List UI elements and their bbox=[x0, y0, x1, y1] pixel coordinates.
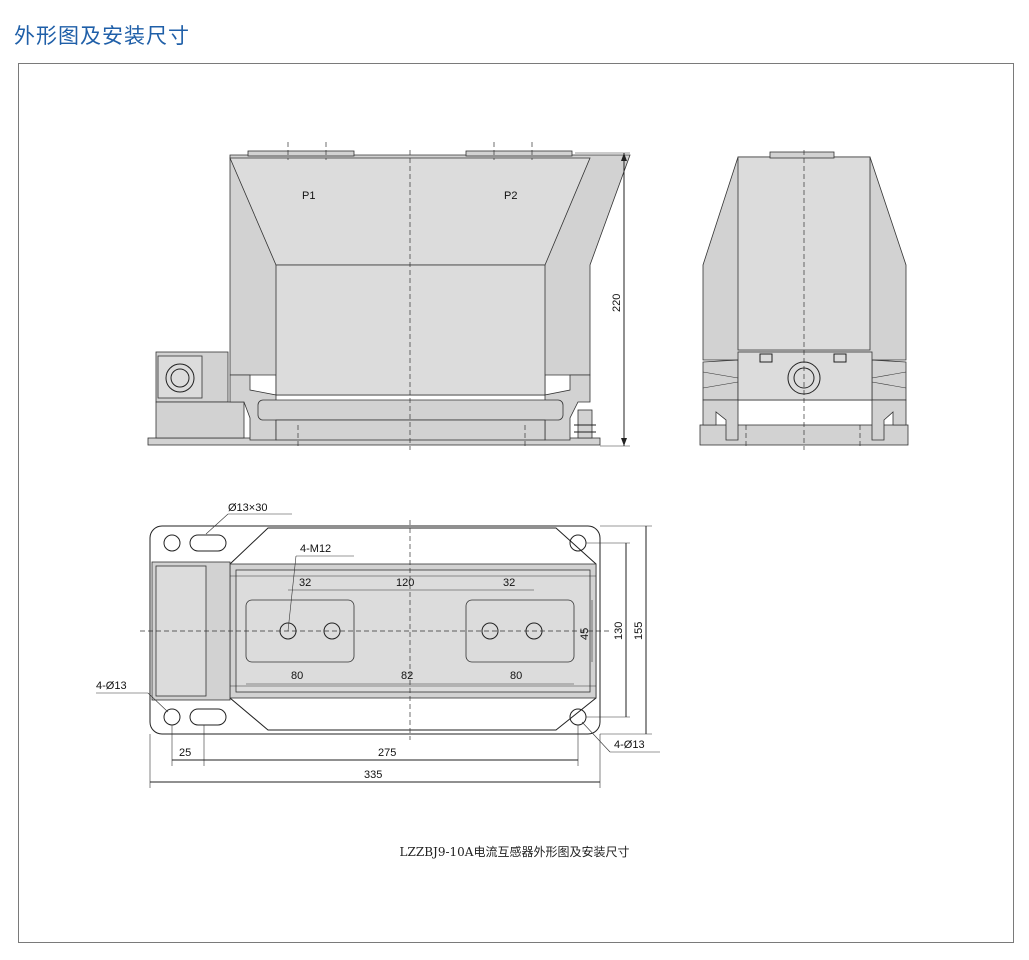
dim-45-text: 45 bbox=[579, 628, 591, 640]
dim-130-text: 130 bbox=[613, 622, 625, 640]
dim-335-text: 335 bbox=[364, 769, 382, 781]
ground-bolt bbox=[577, 409, 593, 439]
dim-220-arrow-top bbox=[621, 153, 627, 161]
front-core-section bbox=[275, 264, 546, 396]
primary-terminal-p1 bbox=[247, 150, 355, 157]
mount-hole-tl bbox=[163, 534, 181, 552]
side-wing-right bbox=[871, 359, 907, 401]
page-title: 外形图及安装尺寸 bbox=[14, 24, 190, 48]
dim-25-text: 25 bbox=[179, 747, 191, 759]
side-terminal-block bbox=[737, 351, 873, 401]
side-wing-left-line-b bbox=[702, 381, 739, 389]
mount-hole-bl bbox=[163, 708, 181, 726]
plan-base-outline bbox=[149, 525, 601, 735]
side-wing-right-line-a bbox=[871, 371, 907, 379]
mount-slot-bottom bbox=[189, 708, 227, 726]
dim-82-text: 82 bbox=[401, 670, 413, 682]
dim-32-left-text: 32 bbox=[299, 577, 311, 589]
leader-hole-right bbox=[581, 721, 611, 753]
dim-155-text: 155 bbox=[633, 622, 645, 640]
label-hole-right: 4-Ø13 bbox=[614, 739, 645, 751]
terminal-outer-ring bbox=[165, 363, 195, 393]
drawing-caption: LZZBJ9-10A电流互感器外形图及安装尺寸 bbox=[399, 845, 630, 859]
dim-32-right-text: 32 bbox=[503, 577, 515, 589]
front-foot-left bbox=[155, 401, 245, 439]
side-foot-left bbox=[702, 399, 739, 441]
label-m12: 4-M12 bbox=[300, 543, 331, 555]
dim-220-arrow-bottom bbox=[621, 438, 627, 446]
side-wing-left bbox=[702, 359, 739, 401]
drawing-frame bbox=[18, 63, 1014, 943]
side-foot-right bbox=[871, 399, 907, 441]
label-hole-left: 4-Ø13 bbox=[96, 680, 127, 692]
m12-hole-3 bbox=[481, 622, 499, 640]
side-view bbox=[699, 150, 909, 450]
side-wing-right-line-b bbox=[871, 381, 907, 389]
front-flange bbox=[257, 399, 564, 421]
terminal-box-window bbox=[157, 355, 203, 399]
front-lower-body bbox=[275, 419, 546, 441]
front-left-shoulder bbox=[229, 374, 277, 441]
mount-slot-top bbox=[189, 534, 227, 552]
primary-terminal-p2 bbox=[465, 150, 573, 157]
label-p1: P1 bbox=[302, 190, 315, 202]
leader-slot bbox=[205, 513, 229, 535]
leader-hole-left bbox=[147, 692, 169, 713]
dim-80-left-text: 80 bbox=[291, 670, 303, 682]
front-right-shoulder bbox=[544, 374, 591, 441]
dim-220-text: 220 bbox=[611, 294, 623, 312]
side-wing-left-line-a bbox=[702, 371, 739, 379]
side-screw-right bbox=[833, 353, 847, 363]
leader-m12 bbox=[287, 555, 297, 632]
dim-275-text: 275 bbox=[378, 747, 396, 759]
terminal-inner-ring bbox=[170, 368, 190, 388]
dim-80-right-text: 80 bbox=[510, 670, 522, 682]
bottom-view: Ø13×30 4-M12 4-Ø13 4-Ø13 32 120 32 80 82… bbox=[96, 502, 660, 788]
side-screw-left bbox=[759, 353, 773, 363]
label-slot: Ø13×30 bbox=[228, 502, 267, 514]
label-p2: P2 bbox=[504, 190, 517, 202]
side-top-terminal bbox=[769, 151, 835, 159]
dim-120-text: 120 bbox=[396, 577, 414, 589]
front-view: P1 P2 220 bbox=[147, 142, 631, 450]
